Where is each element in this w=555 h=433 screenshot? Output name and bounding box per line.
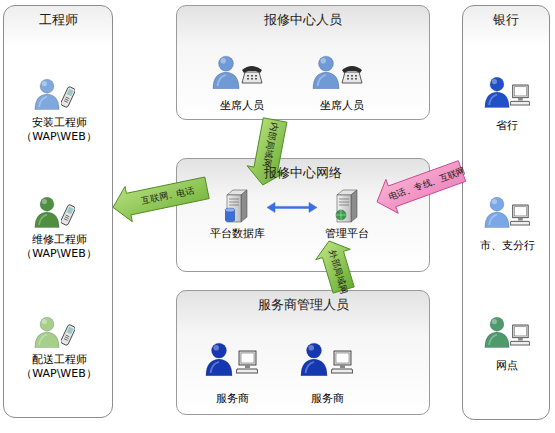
computer-icon	[510, 85, 530, 105]
swimlane-column: 工程师安装工程师 （WAP\WEB） 维修工程师 （WAP\WEB） 配送工程师 （…	[3, 5, 113, 418]
computer-icon	[510, 325, 530, 345]
node-label: 维修工程师 （WAP\WEB）	[9, 233, 109, 261]
computer-icon	[510, 205, 530, 225]
phone-icon	[242, 66, 262, 83]
node-label: 市、支分行	[480, 239, 535, 253]
node-label: 管理平台	[325, 227, 369, 241]
node-label: 配送工程师 （WAP\WEB）	[9, 353, 109, 381]
group-title: 服务商管理人员	[177, 297, 429, 313]
node-label: 省行	[496, 119, 518, 133]
group-title: 工程师	[4, 12, 112, 28]
group-title: 报修中心人员	[177, 12, 429, 28]
node-label: 安装工程师 （WAP\WEB）	[9, 116, 109, 144]
group-panel: 报修中心网络平台数据库 管理平台	[176, 158, 430, 272]
node-label: 坐席人员	[220, 99, 264, 113]
node-label: 服务商	[311, 392, 344, 406]
group-panel: 报修中心人员坐席人员 坐席人员	[176, 5, 430, 120]
swimlane-column: 银行省行市、支分行网点	[462, 5, 550, 420]
node-label: 服务商	[216, 392, 249, 406]
node-label: 坐席人员	[320, 99, 364, 113]
database-server-icon	[225, 190, 247, 222]
computer-icon	[236, 351, 258, 373]
node-label: 平台数据库	[210, 227, 265, 241]
group-title: 报修中心网络	[177, 165, 429, 181]
group-title: 银行	[463, 12, 549, 28]
phone-icon	[342, 66, 362, 83]
node-label: 网点	[496, 359, 518, 373]
computer-icon	[331, 351, 353, 373]
management-server-icon	[336, 190, 357, 222]
